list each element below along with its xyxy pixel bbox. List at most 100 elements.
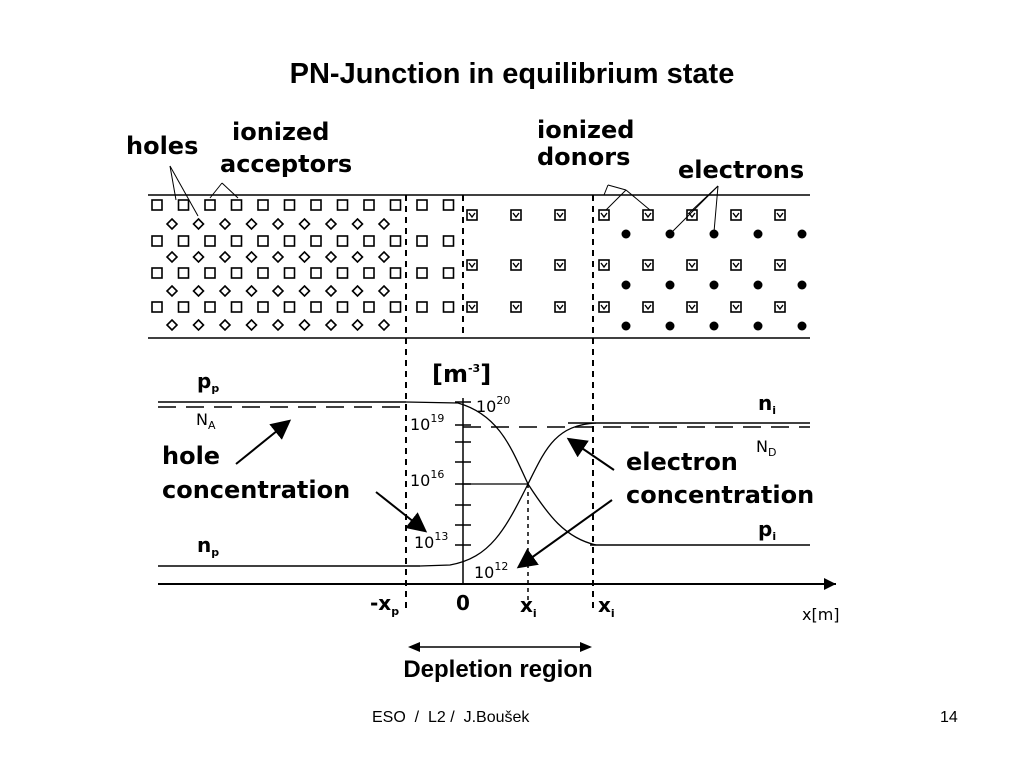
holes [165,217,391,332]
acceptor-ion [151,267,163,279]
donor-ion-mark [556,304,564,311]
electron [753,229,763,239]
depletion-region-label: Depletion region [403,656,593,683]
donor-ion [642,301,654,313]
ionized-donors [466,209,786,313]
acceptor-ion [336,235,349,247]
acceptor-ion [151,235,163,247]
donor-ion [598,301,610,313]
hole [271,250,285,264]
acceptor-ion [283,235,296,247]
acceptor-ion [230,267,243,279]
acceptor-ion [204,235,216,247]
hole [218,217,232,231]
acceptor-ion [336,267,349,279]
acceptor-ion [389,199,402,211]
donor-ion-mark [688,212,696,219]
tick-label-neg-xp: -xp [370,591,399,618]
donor-ion-mark [512,212,520,219]
donor-ion [554,301,566,313]
hole-concentration-label-2: concentration [162,476,350,504]
pi-label: pi [758,517,776,543]
donor-ion-mark [600,212,608,219]
hole [245,217,258,231]
electrons-label: electrons [678,156,804,184]
donor-ion [642,259,654,271]
nd-label: ND [756,437,776,459]
hole [324,217,338,231]
hole [218,284,232,298]
conc-label-1e12: 1012 [474,560,508,582]
acceptor-ion [336,301,349,313]
hole [165,217,179,231]
donor-ion [466,301,478,313]
hole [192,217,205,231]
acceptor-ion [310,199,322,211]
donor-ion-mark [732,304,740,311]
donor-ion [730,259,742,271]
donor-ion [510,209,522,221]
electron-concentration-label-2: concentration [626,481,814,509]
donor-ion [598,259,610,271]
conc-label-1e19: 1019 [410,412,444,434]
hole [218,318,232,332]
donor-ion-mark [644,212,652,219]
hole [298,217,311,231]
acceptor-ion [283,301,296,313]
electron [665,321,675,331]
x-axis-arrowhead [824,578,836,590]
hole-to-na-arrow [235,419,292,465]
hole [218,250,232,264]
conc-label-1e13: 1013 [414,530,448,552]
tick-label-zero: 0 [456,591,470,615]
hole [324,284,338,298]
hole [192,250,205,264]
nn-label: ni [758,391,776,417]
hole [351,284,364,298]
electron [621,321,631,331]
hole [271,217,285,231]
acceptor-ion [204,199,216,211]
donor-ion-mark [512,304,520,311]
hole [192,318,205,332]
acceptor-ion [230,301,243,313]
donor-ion-mark [776,304,784,311]
acceptor-ion [177,267,190,279]
donor-ion-mark [468,212,476,219]
acceptor-ion [177,235,190,247]
hole [298,250,311,264]
hole-to-curve-arrow [375,491,428,533]
donor-ion-mark [644,262,652,269]
hole [324,318,338,332]
acceptor-ion [442,235,455,247]
acceptor-ion [151,199,163,211]
donor-ion [466,209,478,221]
acceptor-ion [416,235,428,247]
hole [377,318,391,332]
electron [797,280,807,290]
electron [753,321,763,331]
acceptor-ion [177,301,190,313]
electron [665,229,675,239]
donor-ion [554,259,566,271]
hole [298,318,311,332]
hole [271,318,285,332]
donor-ion-mark [732,262,740,269]
donor-ion-mark [600,304,608,311]
donor-ion-mark [468,304,476,311]
electron [709,321,719,331]
acceptor-ion [416,267,428,279]
donor-ion [510,301,522,313]
tick-label-xi-2: xi [598,593,615,620]
acceptor-ion [442,199,455,211]
electron [709,280,719,290]
acceptor-ion [310,235,322,247]
donor-ion-mark [776,262,784,269]
hole [245,250,258,264]
page-number: 14 [940,709,958,726]
acceptor-ion [257,199,269,211]
acceptor-ion [363,267,375,279]
acceptor-ion [389,267,402,279]
electron [753,280,763,290]
